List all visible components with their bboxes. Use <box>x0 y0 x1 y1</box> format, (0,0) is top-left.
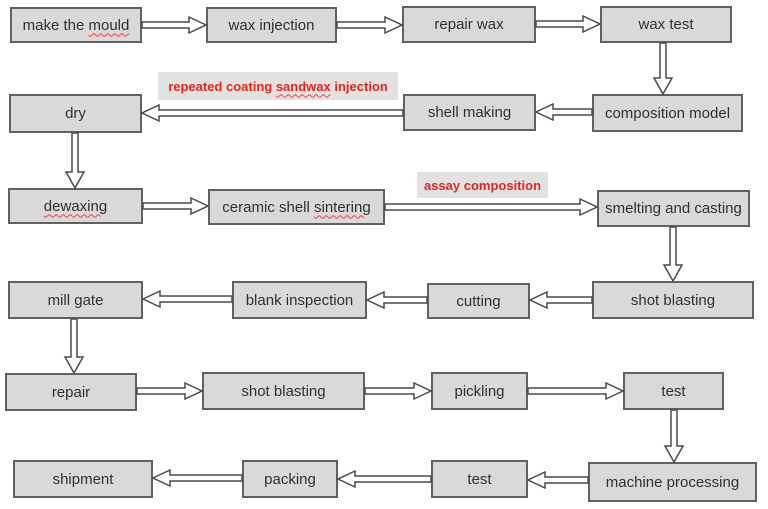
node-label: repair <box>51 383 91 401</box>
node-mill-gate: mill gate <box>8 281 143 319</box>
right-arrow-shape <box>384 197 599 217</box>
left-arrow-shape <box>140 103 404 123</box>
down-arrow-shape <box>63 318 85 375</box>
spellcheck-squiggle: sintering <box>314 198 371 216</box>
down-arrow-shape <box>64 132 86 190</box>
down-arrow-shape <box>652 42 674 96</box>
node-label: shot blasting <box>241 382 326 400</box>
node-dewaxing: dewaxing <box>8 188 143 224</box>
arrow-repair-to-shot-blasting-2 <box>136 381 204 401</box>
node-shot-blasting-1: shot blasting <box>592 281 754 319</box>
arrow-blank-inspection-to-mill-gate <box>141 289 233 309</box>
node-label: test <box>661 382 686 400</box>
right-arrow-shape <box>527 381 625 401</box>
arrow-composition-model-to-shell-making <box>534 102 593 122</box>
arrow-ceramic-shell-sintering-to-smelting-and-casting <box>384 197 599 217</box>
node-wax-test: wax test <box>600 6 732 43</box>
arrow-machine-processing-to-test-2 <box>526 470 589 490</box>
node-ceramic-shell-sintering: ceramic shell sintering <box>208 189 385 225</box>
left-arrow-shape <box>526 470 589 490</box>
node-label: make the mould <box>22 16 130 34</box>
node-test-2: test <box>431 460 528 498</box>
node-label: repair wax <box>434 16 504 33</box>
arrow-wax-test-to-composition-model <box>652 42 674 96</box>
arrow-cutting-to-blank-inspection <box>365 290 428 310</box>
right-arrow-shape <box>336 15 404 35</box>
spellcheck-squiggle: mould <box>88 16 130 34</box>
node-cutting: cutting <box>427 283 530 319</box>
node-repair-wax: repair wax <box>402 6 536 43</box>
node-label: smelting and casting <box>605 200 742 217</box>
arrow-make-the-mould-to-wax-injection <box>141 15 208 35</box>
node-repair: repair <box>5 373 137 411</box>
node-composition-model: composition model <box>592 94 743 132</box>
spellcheck-squiggle: dewaxing <box>43 197 108 215</box>
spellcheck-squiggle: sandwax <box>275 78 331 94</box>
arrow-dewaxing-to-ceramic-shell-sintering <box>142 196 210 216</box>
assay-composition-label: assay composition <box>417 172 548 198</box>
node-label: ceramic shell sintering <box>222 198 371 216</box>
node-label: wax test <box>638 16 694 33</box>
right-arrow-shape <box>535 14 602 34</box>
node-shipment: shipment <box>13 460 153 498</box>
right-arrow-shape <box>364 381 433 401</box>
annotation-text: repeated coating sandwax injection <box>168 78 388 94</box>
down-arrow-shape <box>663 409 685 464</box>
arrow-packing-to-shipment <box>151 468 243 488</box>
node-label: cutting <box>456 292 501 310</box>
node-label: machine processing <box>605 473 740 491</box>
node-make-the-mould: make the mould <box>10 7 142 43</box>
node-label: dewaxing <box>44 198 107 215</box>
arrow-smelting-and-casting-to-shot-blasting-1 <box>662 226 684 283</box>
node-machine-processing: machine processing <box>588 462 757 502</box>
right-arrow-shape <box>141 15 208 35</box>
node-label: dry <box>65 105 86 122</box>
left-arrow-shape <box>534 102 593 122</box>
arrow-mill-gate-to-repair <box>63 318 85 375</box>
right-arrow-shape <box>136 381 204 401</box>
arrow-shot-blasting-1-to-cutting <box>528 290 593 310</box>
left-arrow-shape <box>141 289 233 309</box>
node-label: blank inspection <box>245 291 354 309</box>
node-label: test <box>467 470 492 488</box>
arrow-dry-to-dewaxing <box>64 132 86 190</box>
node-shell-making: shell making <box>403 94 536 131</box>
node-label: wax injection <box>228 16 315 34</box>
left-arrow-shape <box>528 290 593 310</box>
node-label: shell making <box>427 104 512 121</box>
down-arrow-shape <box>662 226 684 283</box>
left-arrow-shape <box>336 469 432 489</box>
node-label: composition model <box>604 104 731 122</box>
node-label: pickling <box>454 382 505 400</box>
node-smelting-and-casting: smelting and casting <box>597 190 750 227</box>
repeated-coating-label: repeated coating sandwax injection <box>158 72 398 100</box>
arrow-shot-blasting-2-to-pickling <box>364 381 433 401</box>
node-dry: dry <box>9 94 142 133</box>
arrow-test-1-to-machine-processing <box>663 409 685 464</box>
arrow-wax-injection-to-repair-wax <box>336 15 404 35</box>
arrow-test-2-to-packing <box>336 469 432 489</box>
node-shot-blasting-2: shot blasting <box>202 372 365 410</box>
left-arrow-shape <box>151 468 243 488</box>
node-wax-injection: wax injection <box>206 7 337 43</box>
node-label: shot blasting <box>630 291 716 309</box>
annotation-text: assay composition <box>423 177 542 193</box>
node-label: packing <box>264 470 316 488</box>
node-label: shipment <box>52 470 114 488</box>
arrow-shell-making-to-dry <box>140 103 404 123</box>
arrow-repair-wax-to-wax-test <box>535 14 602 34</box>
arrow-pickling-to-test-1 <box>527 381 625 401</box>
node-pickling: pickling <box>431 372 528 410</box>
left-arrow-shape <box>365 290 428 310</box>
node-blank-inspection: blank inspection <box>232 281 367 319</box>
node-packing: packing <box>242 460 338 498</box>
node-label: mill gate <box>47 291 104 309</box>
node-test-1: test <box>623 372 724 410</box>
right-arrow-shape <box>142 196 210 216</box>
